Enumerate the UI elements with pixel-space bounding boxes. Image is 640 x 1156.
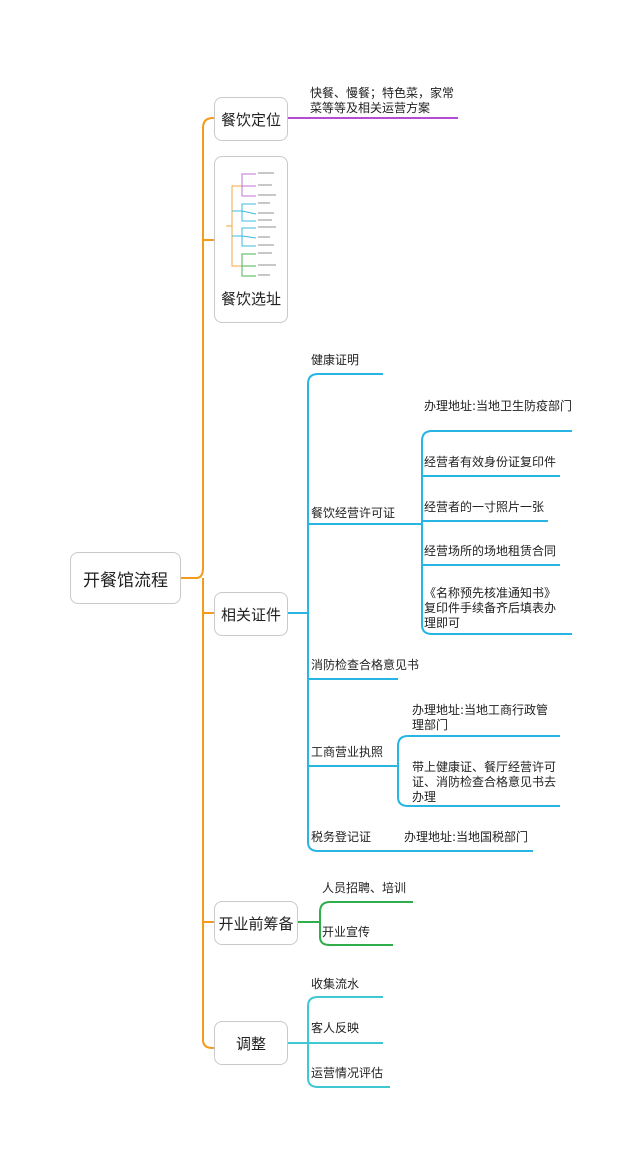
- branch-adjust[interactable]: 调整: [214, 1021, 288, 1065]
- health-certificate: 健康证明: [311, 353, 360, 367]
- branch-preparation-label: 开业前筹备: [218, 914, 294, 933]
- business-item-documents: 带上健康证、餐厅经营许可证、消防检查合格意见书去办理: [412, 760, 557, 804]
- root-node[interactable]: 开餐馆流程: [70, 552, 181, 604]
- business-item-address: 办理地址:当地工商行政管理部门: [412, 703, 549, 732]
- catering-license: 餐饮经营许可证: [311, 506, 396, 520]
- adjust-item-feedback: 客人反映: [311, 1021, 360, 1035]
- adjust-item-evaluation: 运营情况评估: [311, 1066, 384, 1080]
- preparation-connectors: [298, 901, 413, 946]
- catering-item-name-notice: 《名称预先核准通知书》复印件手续备齐后填表办理即可: [424, 586, 557, 630]
- branch-site[interactable]: 餐饮选址: [214, 156, 288, 323]
- fire-inspection: 消防检查合格意见书: [311, 658, 420, 672]
- site-mindmap-thumbnail-icon: [226, 172, 276, 277]
- tax-item-address: 办理地址:当地国税部门: [404, 830, 529, 844]
- branch-positioning-label: 餐饮定位: [220, 110, 281, 129]
- catering-item-lease: 经营场所的场地租赁合同: [424, 544, 557, 558]
- positioning-note-line2: 菜等等及相关运营方案: [310, 101, 431, 115]
- adjust-item-revenue: 收集流水: [311, 977, 360, 991]
- branch-site-label: 餐饮选址: [220, 290, 281, 308]
- branch-positioning[interactable]: 餐饮定位: [214, 97, 288, 141]
- branch-adjust-label: 调整: [235, 1034, 266, 1053]
- adjust-connectors: [288, 996, 390, 1088]
- branch-preparation[interactable]: 开业前筹备: [214, 901, 298, 945]
- root-label: 开餐馆流程: [83, 570, 168, 591]
- preparation-item-recruitment: 人员招聘、培训: [322, 881, 407, 895]
- licenses-connectors: [288, 373, 572, 852]
- preparation-item-promotion: 开业宣传: [322, 925, 371, 939]
- catering-item-id-copy: 经营者有效身份证复印件: [424, 455, 557, 469]
- branch-licenses-label: 相关证件: [220, 605, 281, 624]
- business-license: 工商营业执照: [311, 745, 384, 759]
- tax-registration: 税务登记证: [311, 830, 372, 844]
- trunk-connectors: [181, 117, 216, 1049]
- catering-item-address: 办理地址:当地卫生防疫部门: [424, 399, 573, 413]
- catering-item-photo: 经营者的一寸照片一张: [424, 500, 545, 514]
- positioning-note-line1: 快餐、慢餐；特色菜，家常: [310, 86, 455, 100]
- branch-licenses[interactable]: 相关证件: [214, 592, 288, 636]
